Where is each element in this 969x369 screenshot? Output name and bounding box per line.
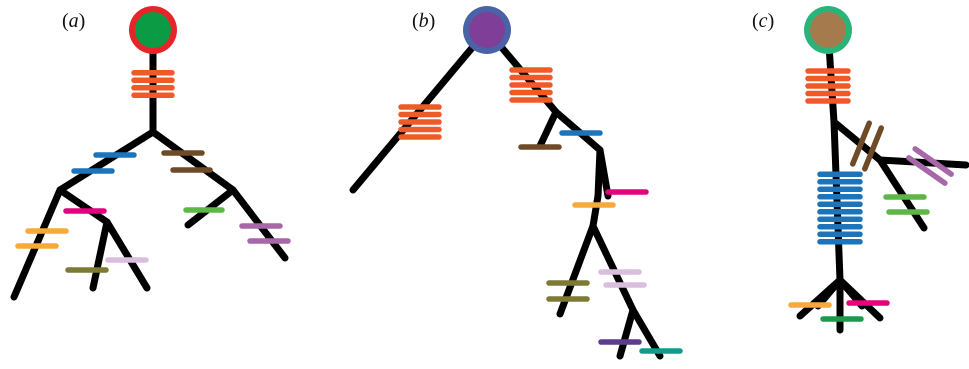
right-twig xyxy=(876,156,928,232)
right-twig xyxy=(616,306,637,360)
tree-b xyxy=(349,6,683,360)
mutation-mark-brown xyxy=(849,120,872,167)
short-twig xyxy=(596,146,612,200)
panel-label-a: (a) xyxy=(62,10,86,32)
tree-a xyxy=(10,6,291,301)
root-node-core xyxy=(135,12,171,48)
root-node-core xyxy=(810,12,846,48)
left-branch xyxy=(349,26,491,194)
tip xyxy=(814,276,844,310)
mutation-mark-purple xyxy=(906,155,948,186)
tree-c xyxy=(788,6,969,334)
mutation-mark-brown xyxy=(862,125,885,172)
short-twig xyxy=(536,108,560,150)
left-twig xyxy=(89,218,111,292)
root-node-core xyxy=(469,12,505,48)
panel-label-b: (b) xyxy=(412,10,436,32)
mutation-mark-purple xyxy=(912,146,954,177)
panel-label-c: (c) xyxy=(752,10,775,32)
